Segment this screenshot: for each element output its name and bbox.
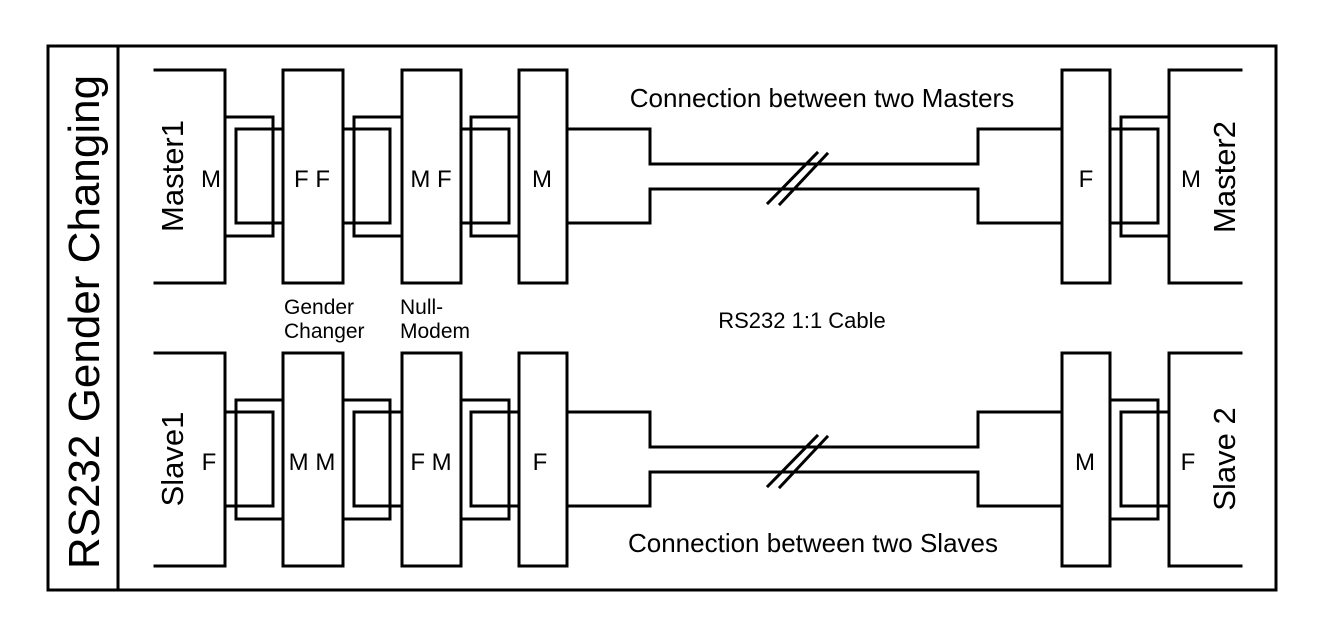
gender-changer-right-male-connector	[341, 398, 392, 521]
slave1-gender-letter: F	[202, 449, 217, 476]
outer-border	[46, 44, 1278, 592]
slave2-female-connector	[1119, 410, 1171, 508]
cable-right-plug-top-letter: F	[1079, 166, 1094, 193]
null-modem-right-male-connector	[459, 398, 511, 521]
gender-changer-label-line2: Changer	[284, 320, 365, 343]
gender-changer-top-letters: F F	[294, 166, 330, 193]
gender-changer-bottom-letters: M M	[289, 449, 336, 476]
null-modem-right-female-connector	[459, 127, 511, 225]
cable-left-plug-top-letter: M	[532, 166, 552, 193]
null-modem-top-letters: M F	[410, 166, 451, 193]
cable-top-outline-upper	[565, 127, 1064, 166]
cable-right-male-connector	[1108, 398, 1160, 521]
slaves-caption: Connection between two Slaves	[628, 528, 998, 558]
null-modem-bottom-letters: F M	[410, 449, 451, 476]
masters-caption: Connection between two Masters	[630, 83, 1014, 113]
master2-label: Master2	[1207, 121, 1242, 233]
cable-bottom-outline-upper	[565, 410, 1064, 449]
gender-changer-left-female-connector	[234, 127, 285, 225]
master1-gender-letter: M	[201, 166, 221, 193]
cable-right-plug-bottom-letter: M	[1075, 449, 1095, 476]
slave2-gender-letter: F	[1181, 449, 1196, 476]
cable-left-plug-bottom-letter: F	[533, 449, 548, 476]
gender-changer-label-line1: Gender	[284, 296, 354, 319]
slaves-row	[153, 351, 1243, 568]
cable-left-female-connector	[469, 410, 521, 508]
slave2-box	[1167, 351, 1243, 568]
cable-left-plug-top	[517, 68, 569, 285]
gender-changer-left-male-connector	[234, 398, 285, 521]
null-modem-label-line1: Null-	[400, 296, 443, 319]
null-modem-label-line2: Modem	[400, 320, 470, 343]
master2-box	[1167, 68, 1243, 285]
master1-male-connector	[223, 115, 275, 238]
cable-break-marks-bottom	[765, 433, 830, 490]
master2-male-connector	[1119, 115, 1171, 238]
gender-changer-right-female-connector	[341, 127, 392, 225]
slave1-female-connector	[223, 410, 275, 508]
cable-label: RS232 1:1 Cable	[718, 308, 886, 333]
master1-label: Master1	[155, 120, 190, 232]
cable-top-outline-lower	[565, 187, 1064, 225]
frame	[46, 44, 1278, 592]
null-modem-left-male-connector	[352, 115, 404, 238]
cable-left-plug-bottom	[517, 351, 569, 568]
cable-right-female-connector	[1108, 127, 1160, 225]
cable-bottom-outline-lower	[565, 470, 1064, 508]
masters-row	[153, 68, 1243, 285]
cable-left-male-connector	[469, 115, 521, 238]
master2-gender-letter: M	[1181, 166, 1201, 193]
null-modem-left-female-connector	[352, 410, 404, 508]
cable-break-marks-top	[765, 150, 830, 207]
slave1-label: Slave1	[155, 412, 190, 507]
diagram-title: RS232 Gender Changing	[60, 75, 109, 569]
slave2-label: Slave 2	[1207, 407, 1242, 510]
